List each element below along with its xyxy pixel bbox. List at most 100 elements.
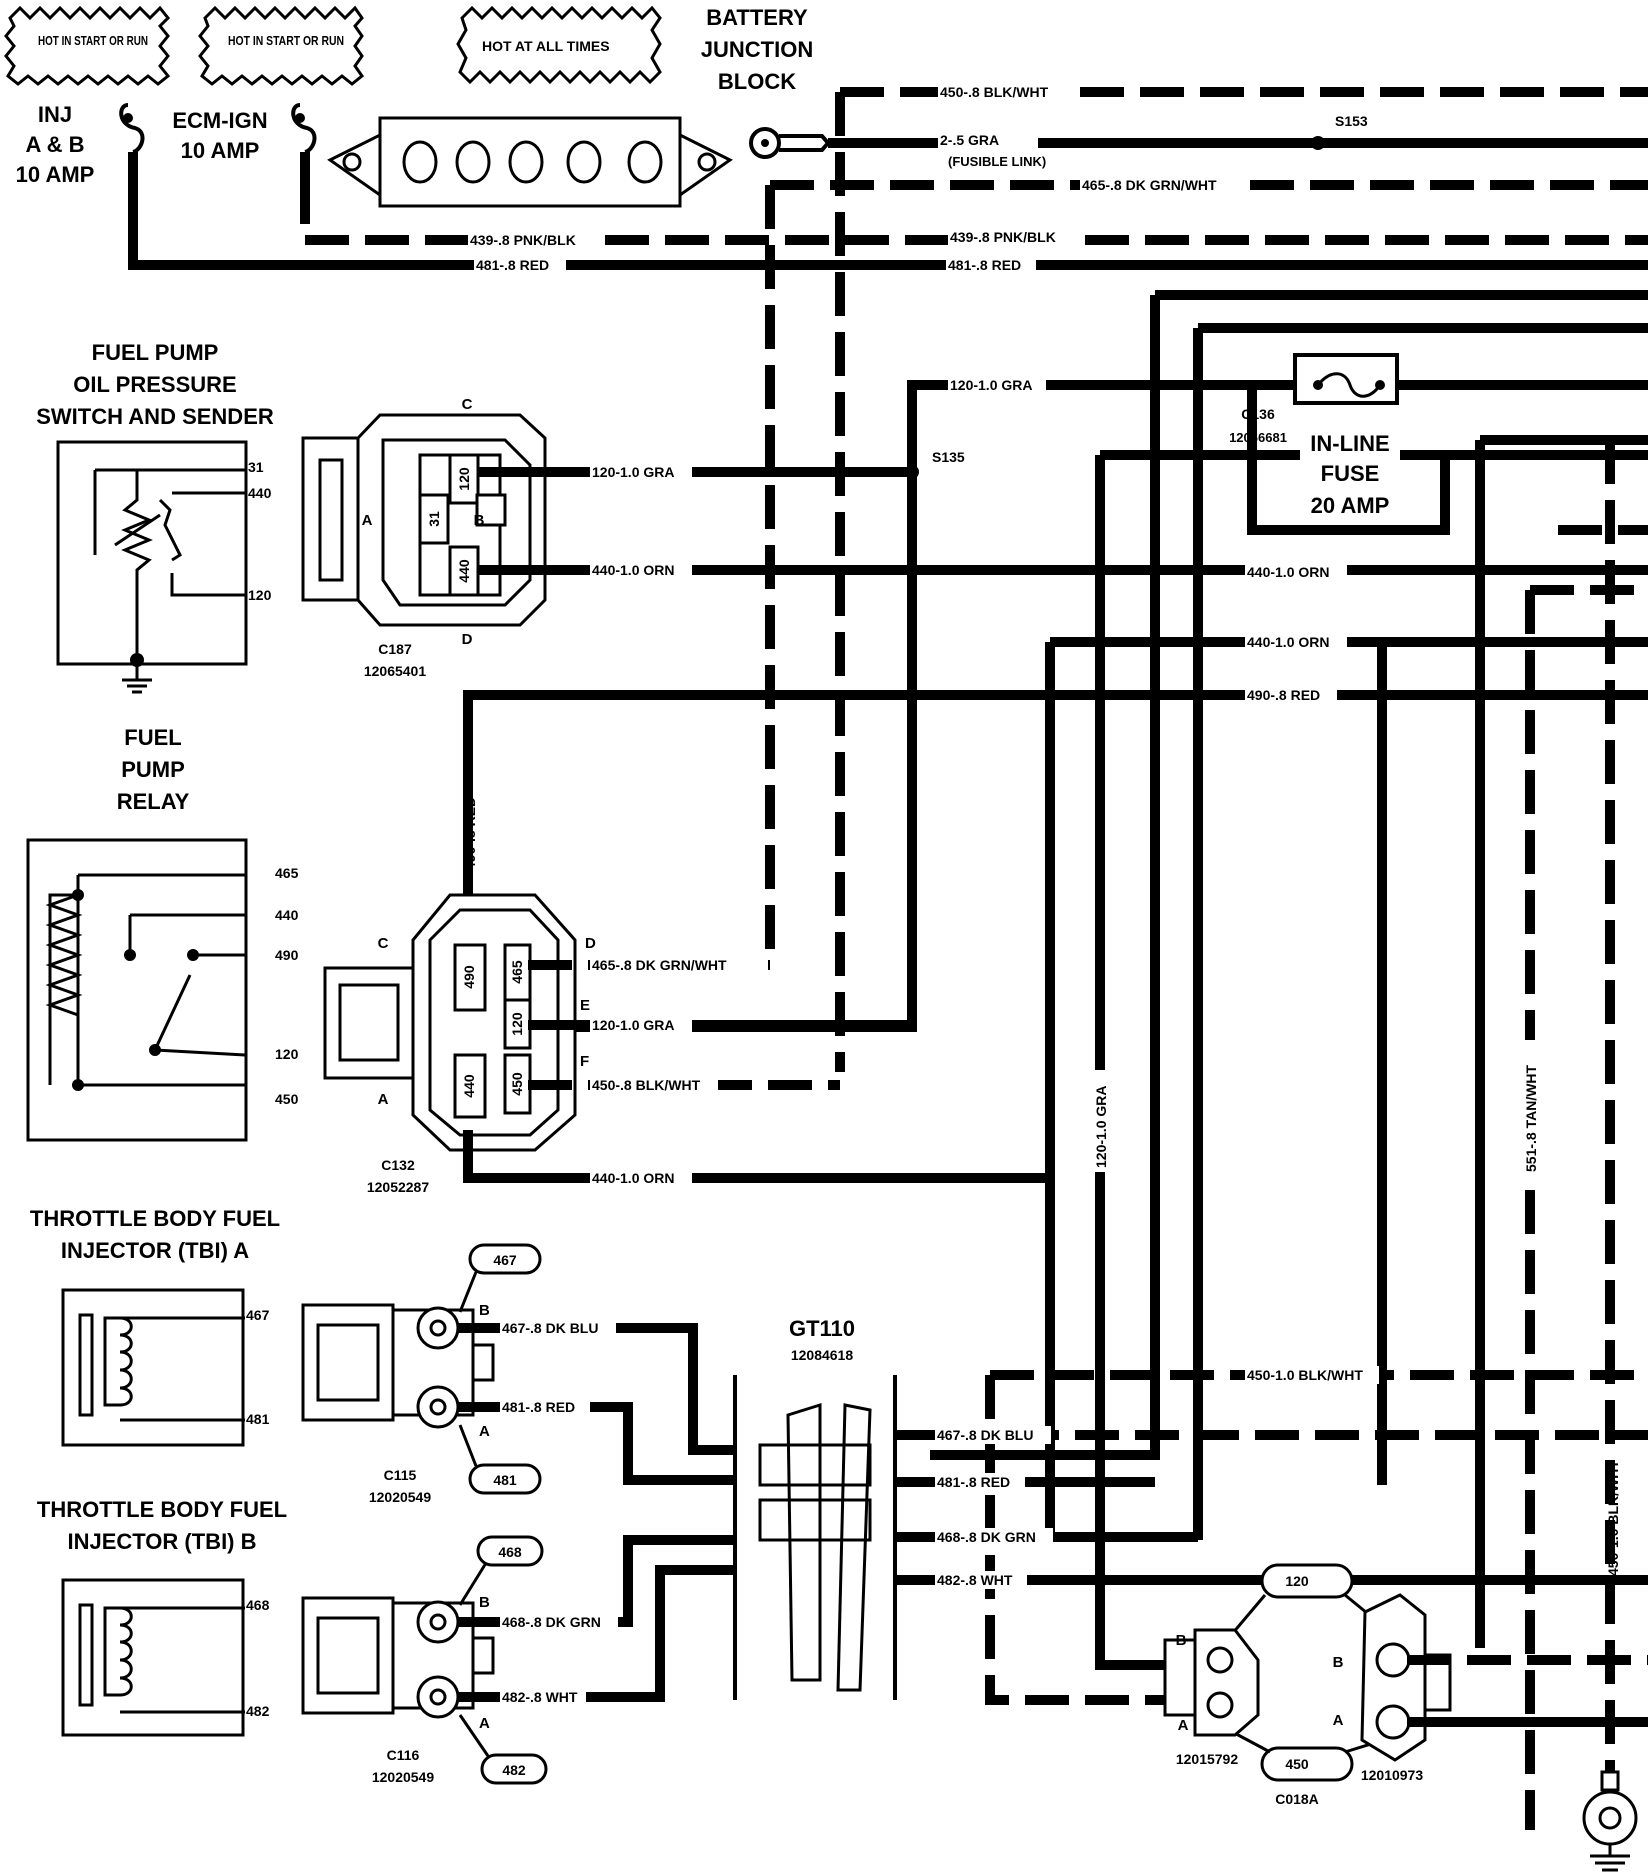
gt110-part: 12084618 xyxy=(791,1347,854,1363)
splice-s135: S135 xyxy=(932,449,965,465)
inj-b-wire-482: 482-.8 WHT xyxy=(502,1689,578,1705)
inj-fuse-symbol xyxy=(119,103,145,180)
c132-part: 12052287 xyxy=(367,1179,430,1195)
injector-a-title-1: THROTTLE BODY FUEL xyxy=(30,1206,280,1231)
battery-block-label-1: BATTERY xyxy=(706,5,808,30)
gt110-wire-467: 467-.8 DK BLU xyxy=(937,1427,1033,1443)
c018a-wires xyxy=(1407,1655,1648,1727)
inline-fuse-label-1: IN-LINE xyxy=(1310,431,1389,456)
c187-part: 12065401 xyxy=(364,663,427,679)
c132-cavity-c: C xyxy=(378,935,389,952)
relay-pin-120: 120 xyxy=(275,1046,299,1062)
c132-cav-120: 120 xyxy=(509,1012,525,1036)
c132-cav-465: 465 xyxy=(509,960,525,984)
gt110-wire-468: 468-.8 DK GRN xyxy=(937,1529,1036,1545)
injector-b-tag-482: 482 xyxy=(502,1762,526,1778)
ecm-fuse-label-1: ECM-IGN xyxy=(172,108,267,133)
c187-cavity-b: B xyxy=(474,512,485,529)
c115-name: C115 xyxy=(384,1467,417,1483)
injector-b-tags xyxy=(458,1535,548,1785)
injector-b-pin-a: A xyxy=(479,1715,490,1732)
relay-component xyxy=(26,838,248,1142)
c187-cavity-d: D xyxy=(462,631,473,648)
c116-part: 12020549 xyxy=(372,1769,435,1785)
battery-block-label-2: JUNCTION xyxy=(701,37,813,62)
injector-a-tag-467: 467 xyxy=(493,1252,517,1268)
c132-name: C132 xyxy=(381,1157,415,1173)
inj-a-wire-481: 481-.8 RED xyxy=(502,1399,575,1415)
c187-wire-120: 120-1.0 GRA xyxy=(592,464,674,480)
c018a-part-left: 12015792 xyxy=(1176,1751,1239,1767)
c018a-right-pin-b: B xyxy=(1333,1654,1344,1671)
relay-pin-490: 490 xyxy=(275,947,299,963)
hot-flag-text-1a: HOT IN START OR RUN xyxy=(38,33,148,48)
relay-490-wire xyxy=(463,690,1648,895)
battery-block-label-3: BLOCK xyxy=(718,69,796,94)
connector-c018a xyxy=(1163,1563,1452,1782)
top-wire-labels: 450-.8 BLK/WHT 2-.5 GRA (FUSIBLE LINK) S… xyxy=(468,83,1368,274)
inj-fuse-label-3: 10 AMP xyxy=(16,162,95,187)
injector-a-pin-b: B xyxy=(479,1302,490,1319)
relay-title-1: FUEL xyxy=(124,725,181,750)
c018a-left-pin-a: A xyxy=(1178,1717,1189,1734)
c136-part: 12066681 xyxy=(1229,430,1287,445)
gt110-wire-482: 482-.8 WHT xyxy=(937,1572,1013,1588)
fusible-link-label: (FUSIBLE LINK) xyxy=(948,154,1046,169)
ground-ring-terminal xyxy=(1582,1760,1638,1872)
c132-cavity-a: A xyxy=(378,1091,389,1108)
c132-cav-490: 490 xyxy=(461,965,477,989)
oil-switch-title-3: SWITCH AND SENDER xyxy=(36,404,274,429)
c187-wire-440: 440-1.0 ORN xyxy=(592,562,674,578)
gt110-wire-450: 450-1.0 BLK/WHT xyxy=(1247,1367,1363,1383)
c132-cavity-e: E xyxy=(580,997,590,1014)
hot-flag-start-run-1: HOT IN START OR RUN xyxy=(4,5,171,86)
wire-465-top: 465-.8 DK GRN/WHT xyxy=(1082,177,1217,193)
mid-wire-440-b: 440-1.0 ORN xyxy=(1247,634,1329,650)
oil-switch-wires xyxy=(478,380,1648,1032)
relay-pin-450: 450 xyxy=(275,1091,299,1107)
injector-a-pin-467: 467 xyxy=(246,1307,270,1323)
wire-439-right: 439-.8 PNK/BLK xyxy=(950,229,1056,245)
connector-c116 xyxy=(301,1596,495,1719)
injector-b-title-2: INJECTOR (TBI) B xyxy=(67,1529,256,1554)
ecm-fuse-symbol xyxy=(291,103,317,180)
oil-pin-120: 120 xyxy=(248,587,272,603)
injector-b-component xyxy=(61,1578,245,1737)
inj-fuse-label-2: A & B xyxy=(25,132,84,157)
vertical-wire-120: 120-1.0 GRA xyxy=(1093,1086,1109,1168)
connector-c187 xyxy=(301,413,547,627)
injector-b-pin-468: 468 xyxy=(246,1597,270,1613)
oil-pin-31: 31 xyxy=(248,459,264,475)
inj-fuse-label-1: INJ xyxy=(38,102,72,127)
wire-450-top: 450-.8 BLK/WHT xyxy=(940,84,1049,100)
c132-cav-450: 450 xyxy=(509,1072,525,1096)
c018a-name: C018A xyxy=(1275,1791,1319,1807)
c132-cav-440: 440 xyxy=(461,1074,477,1098)
splice-s153: S153 xyxy=(1335,113,1368,129)
c187-cav-31: 31 xyxy=(426,511,442,527)
injector-a-tag-481: 481 xyxy=(493,1472,517,1488)
c132-cavity-f: F xyxy=(580,1053,589,1070)
c136-name: C136 xyxy=(1241,406,1275,422)
inline-fuse-label-2: FUSE xyxy=(1321,461,1380,486)
relay-wire-490-vertical: 490-.8 RED xyxy=(462,797,478,870)
gt110-wire-481: 481-.8 RED xyxy=(937,1474,1010,1490)
gt110-connector xyxy=(758,1402,872,1692)
battery-ring-terminal xyxy=(749,127,831,159)
c018a-tag-120: 120 xyxy=(1285,1573,1309,1589)
c018a-part-right: 12010973 xyxy=(1361,1767,1424,1783)
ecm-fuse-label-2: 10 AMP xyxy=(181,138,260,163)
injector-b-title-1: THROTTLE BODY FUEL xyxy=(37,1497,287,1522)
wire-2-top: 2-.5 GRA xyxy=(940,132,999,148)
relay-wire-450: 450-.8 BLK/WHT xyxy=(592,1077,701,1093)
inline-wire-120: 120-1.0 GRA xyxy=(950,377,1032,393)
injector-a-title-2: INJECTOR (TBI) A xyxy=(61,1238,249,1263)
injector-b-pin-b: B xyxy=(479,1594,490,1611)
junction-block-body xyxy=(327,116,733,208)
injector-a-tags xyxy=(458,1243,542,1495)
wire-481-right: 481-.8 RED xyxy=(948,257,1021,273)
c187-cav-440: 440 xyxy=(456,559,472,583)
inline-fuse-symbol xyxy=(1293,353,1399,405)
oil-switch-title-1: FUEL PUMP xyxy=(92,340,219,365)
